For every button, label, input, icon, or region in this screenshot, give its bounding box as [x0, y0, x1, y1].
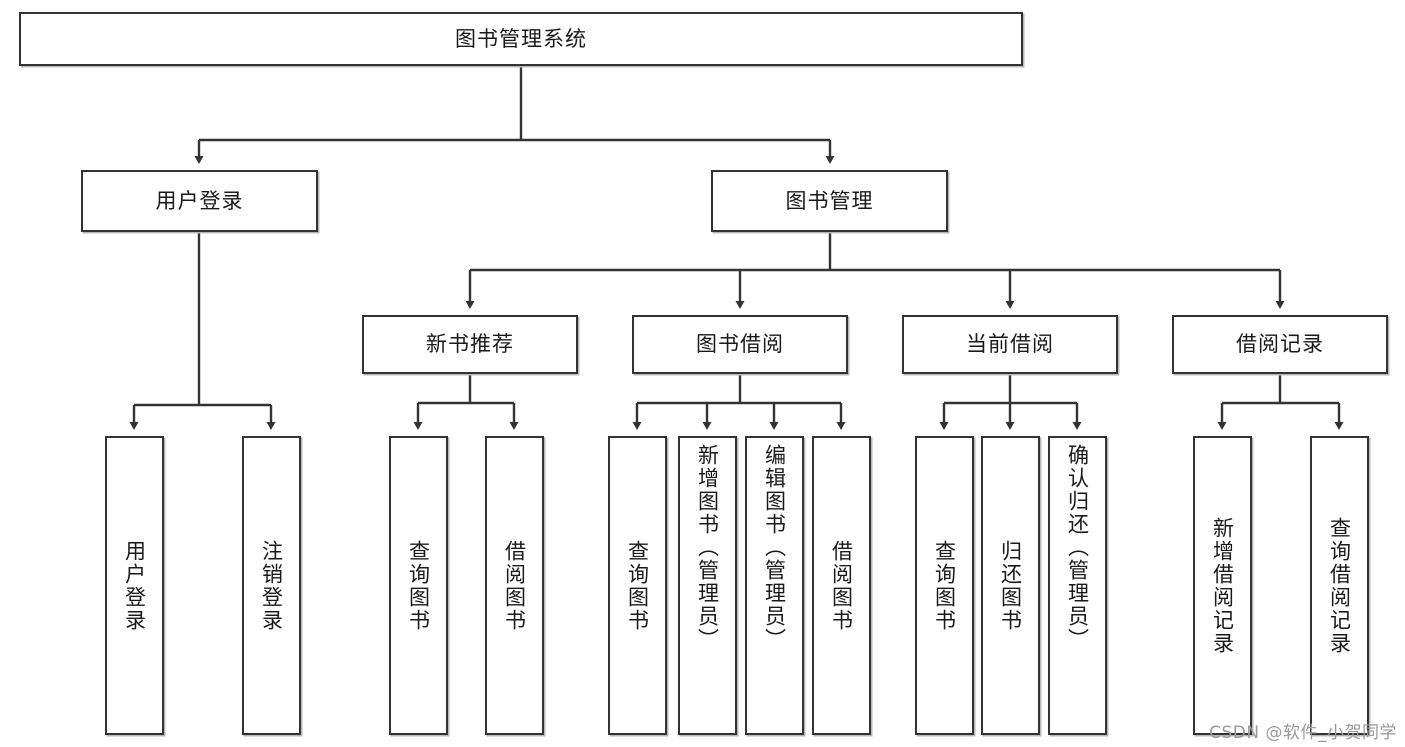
node-leaf-edit-book[interactable]: 编辑图书（管理员）: [745, 436, 804, 735]
node-leaf-query-book-1-label: 查询图书: [406, 539, 431, 632]
node-leaf-return-book[interactable]: 归还图书: [981, 436, 1040, 735]
node-book-borrow[interactable]: 图书借阅: [632, 315, 848, 374]
node-leaf-user-login-label: 用户登录: [122, 539, 147, 632]
node-borrow-record[interactable]: 借阅记录: [1172, 315, 1388, 374]
node-root-label: 图书管理系统: [455, 26, 587, 51]
node-leaf-borrow-book-1[interactable]: 借阅图书: [485, 436, 544, 735]
node-leaf-return-book-label: 归还图书: [998, 539, 1023, 632]
node-leaf-add-book[interactable]: 新增图书（管理员）: [678, 436, 737, 735]
node-leaf-borrow-book-2[interactable]: 借阅图书: [812, 436, 871, 735]
node-leaf-query-record[interactable]: 查询借阅记录: [1310, 436, 1369, 735]
node-leaf-query-book-2[interactable]: 查询图书: [608, 436, 667, 735]
node-leaf-query-book-3-label: 查询图书: [932, 539, 957, 632]
node-book-manage-label: 图书管理: [785, 188, 874, 213]
node-leaf-borrow-book-1-label: 借阅图书: [502, 539, 527, 632]
node-current-borrow[interactable]: 当前借阅: [902, 315, 1118, 374]
node-leaf-add-record[interactable]: 新增借阅记录: [1193, 436, 1252, 735]
node-root[interactable]: 图书管理系统: [19, 12, 1023, 66]
node-leaf-confirm-return[interactable]: 确认归还（管理员）: [1048, 436, 1107, 735]
node-leaf-borrow-book-2-label: 借阅图书: [829, 539, 854, 632]
node-leaf-user-logout-label: 注销登录: [259, 539, 284, 632]
node-leaf-user-login[interactable]: 用户登录: [105, 436, 164, 735]
node-leaf-query-record-label: 查询借阅记录: [1327, 516, 1352, 655]
node-user-login[interactable]: 用户登录: [81, 170, 318, 232]
node-book-manage[interactable]: 图书管理: [711, 170, 948, 232]
node-new-book-recommend-label: 新书推荐: [426, 332, 514, 357]
node-leaf-add-record-label: 新增借阅记录: [1210, 516, 1235, 655]
node-borrow-record-label: 借阅记录: [1236, 332, 1324, 357]
node-new-book-recommend[interactable]: 新书推荐: [362, 315, 578, 374]
node-user-login-label: 用户登录: [155, 188, 244, 213]
node-leaf-query-book-2-label: 查询图书: [625, 539, 650, 632]
node-leaf-query-book-3[interactable]: 查询图书: [915, 436, 974, 735]
node-book-borrow-label: 图书借阅: [696, 332, 784, 357]
node-leaf-query-book-1[interactable]: 查询图书: [389, 436, 448, 735]
node-leaf-user-logout[interactable]: 注销登录: [242, 436, 301, 735]
node-leaf-confirm-return-label: 确认归还（管理员）: [1065, 444, 1090, 651]
node-leaf-add-book-label: 新增图书（管理员）: [695, 444, 720, 651]
watermark: CSDN @软件_小贺同学: [1209, 723, 1397, 743]
node-leaf-edit-book-label: 编辑图书（管理员）: [762, 444, 787, 651]
node-current-borrow-label: 当前借阅: [966, 332, 1054, 357]
